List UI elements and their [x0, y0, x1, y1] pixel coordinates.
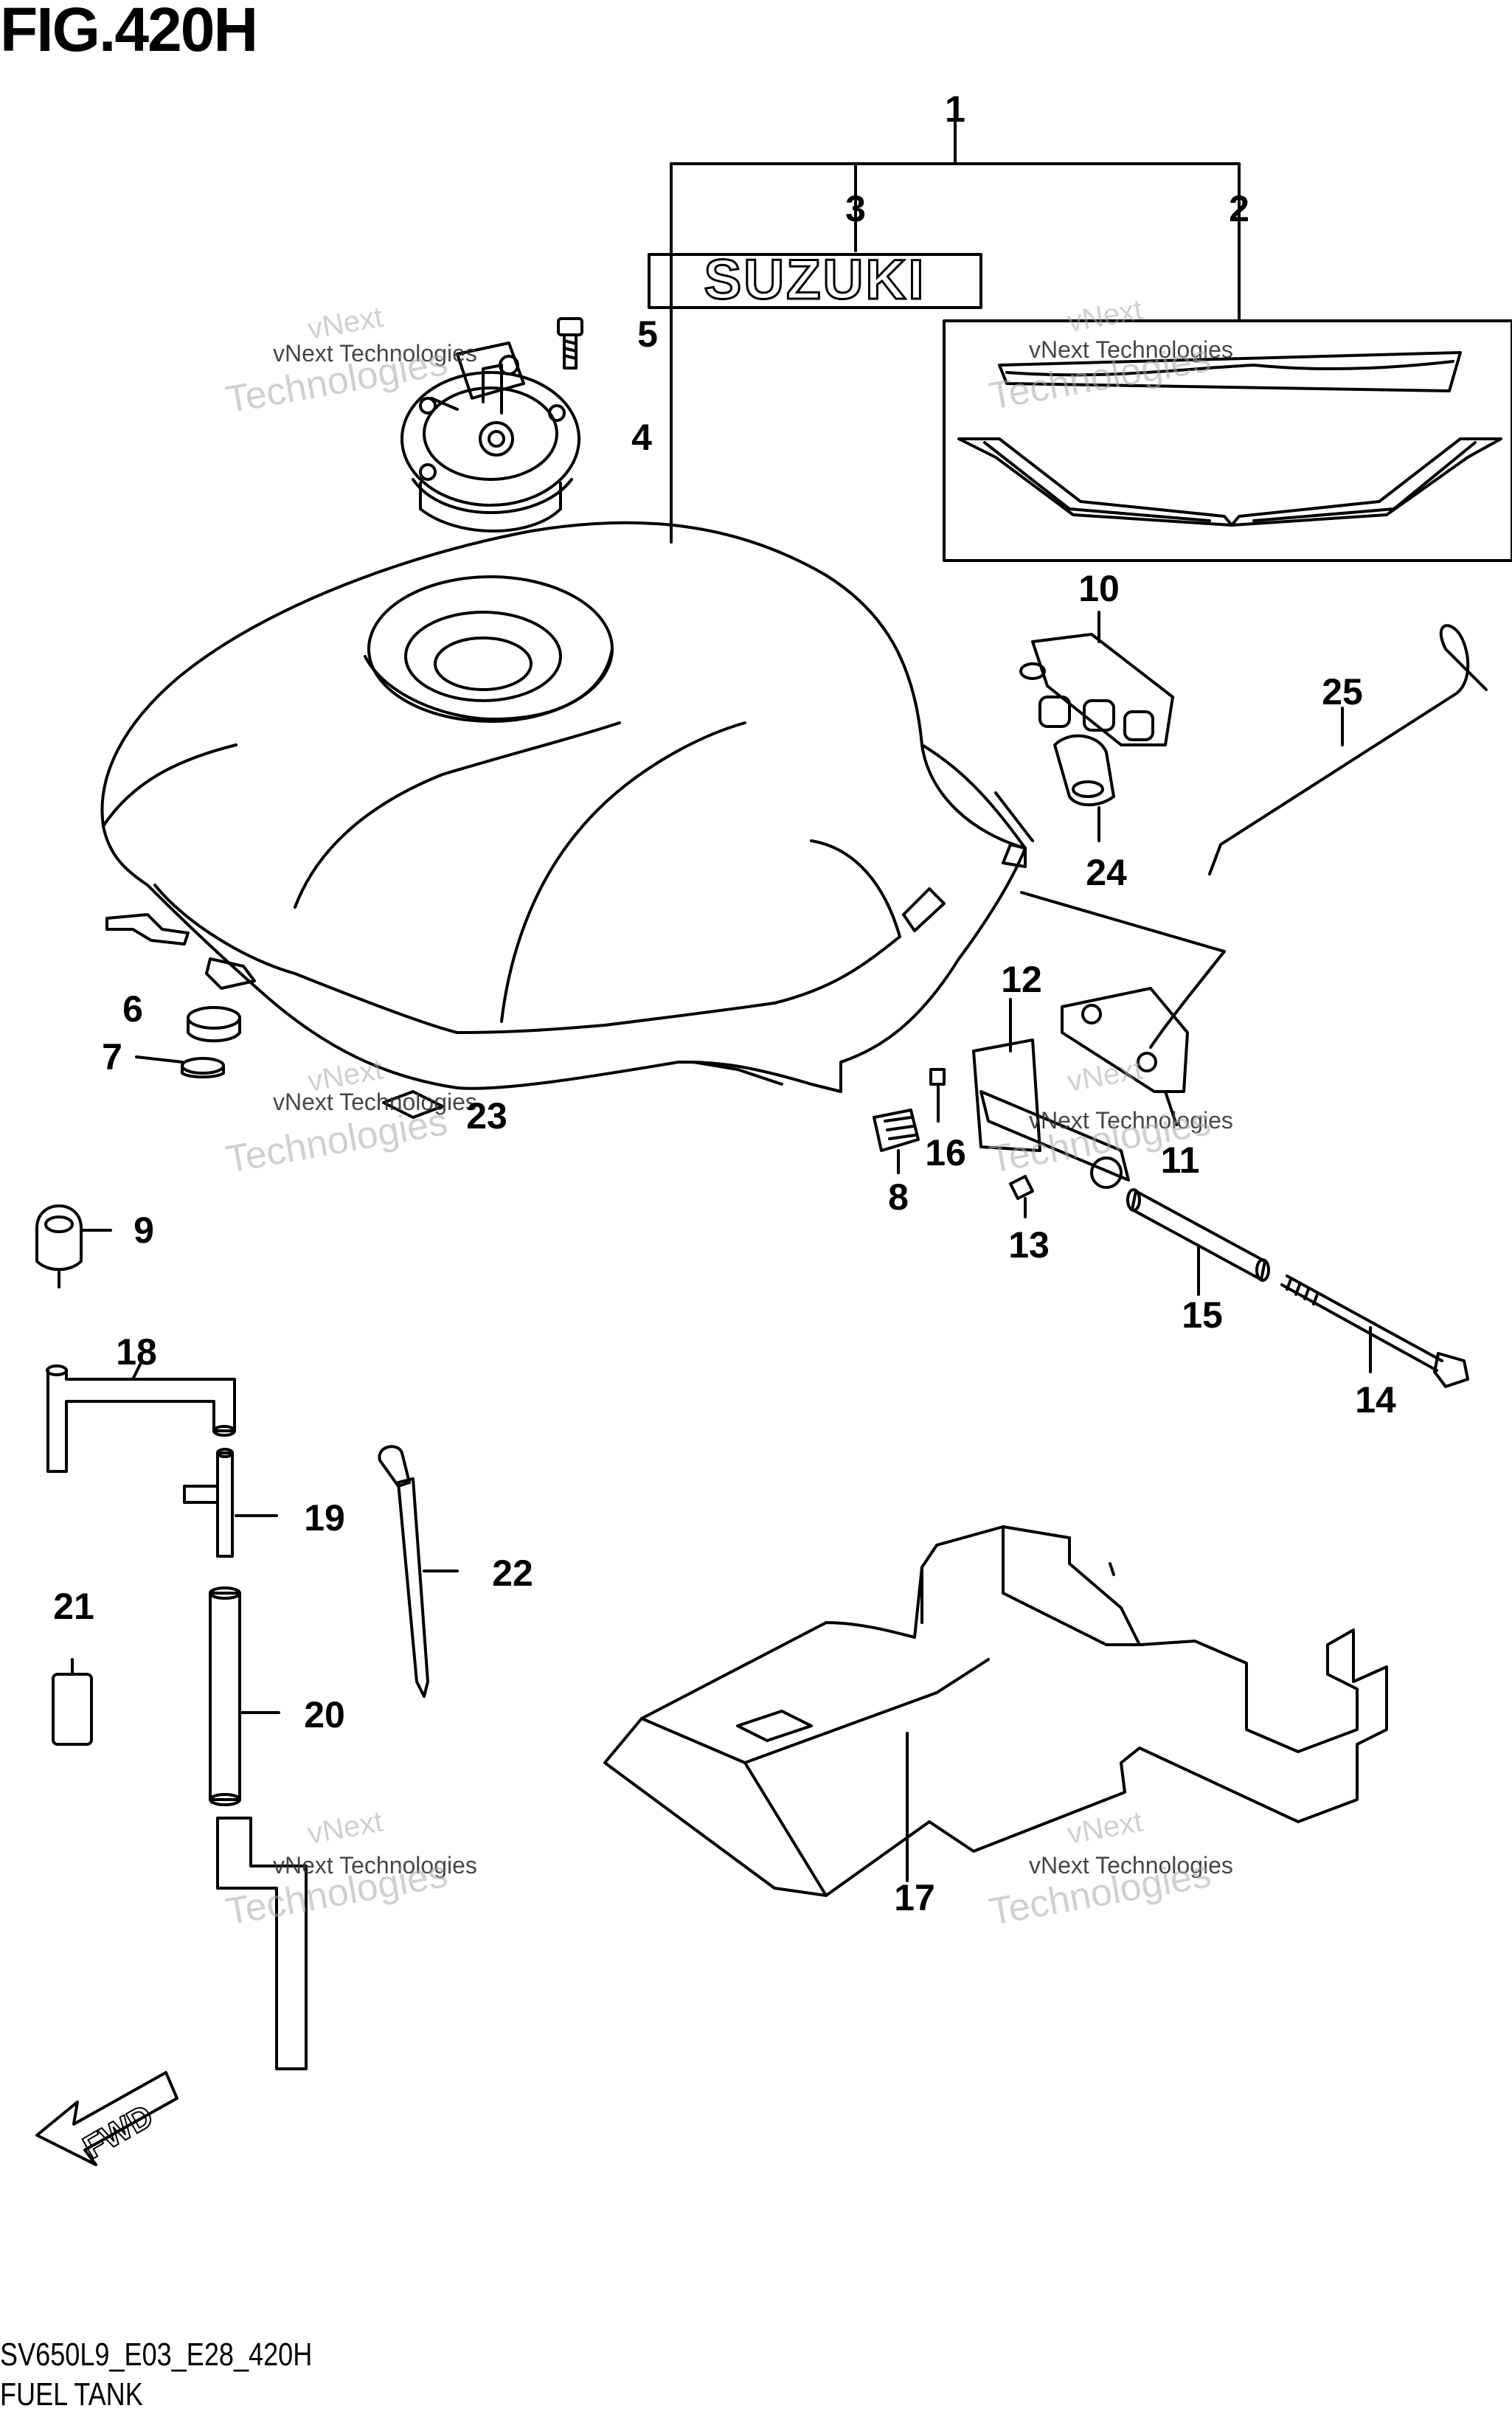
callout-22: 22: [492, 1553, 533, 1594]
callout-15: 15: [1182, 1294, 1223, 1336]
svg-text:vNext Technologies: vNext Technologies: [273, 340, 477, 367]
callout-23: 23: [466, 1095, 507, 1137]
callout-11: 11: [1161, 1140, 1200, 1181]
figure-title: FIG.420H: [0, 0, 258, 64]
suzuki-emblem-text: SUZUKI: [704, 249, 926, 311]
watermark-3: vNext vNext Technologies Technologies: [223, 1053, 477, 1182]
t-joint: [183, 1448, 278, 1558]
bolt: [1280, 1274, 1469, 1388]
callout-8: 8: [888, 1176, 909, 1218]
callout-9: 9: [133, 1210, 154, 1251]
heat-shield: [603, 1525, 1388, 1897]
callout-7: 7: [102, 1036, 122, 1078]
callout-21: 21: [53, 1586, 94, 1627]
svg-text:vNext: vNext: [305, 1806, 385, 1851]
stay-rod: [1208, 624, 1488, 875]
tank-front-bracket: [105, 913, 190, 946]
svg-text:vNext Technologies: vNext Technologies: [273, 1852, 477, 1879]
callout-25: 25: [1322, 671, 1363, 712]
callout-6: 6: [122, 988, 143, 1030]
protector-pad: [382, 1090, 444, 1119]
cushion: [187, 957, 256, 1043]
svg-text:vNext Technologies: vNext Technologies: [273, 1089, 477, 1115]
callout-1: 1: [945, 89, 965, 130]
callout-10: 10: [1078, 568, 1120, 609]
lower-hose: [216, 1817, 308, 2070]
caution-label: [52, 1658, 93, 1746]
callout-bracket-1: [670, 109, 1241, 544]
figure-name: FUEL TANK: [0, 2376, 143, 2413]
svg-text:vNext Technologies: vNext Technologies: [1029, 336, 1233, 363]
callout-18: 18: [116, 1331, 157, 1373]
svg-text:vNext: vNext: [305, 301, 385, 346]
svg-text:vNext: vNext: [1065, 1053, 1145, 1098]
rubber-cap: [35, 1204, 112, 1288]
suzuki-emblem: [648, 253, 982, 309]
watermark-6: vNext vNext Technologies Technologies: [986, 1806, 1233, 1934]
callout-4: 4: [631, 417, 652, 458]
callout-17: 17: [894, 1877, 935, 1918]
hinge-plate: [1061, 987, 1189, 1126]
fuel-cap-assembly: [400, 341, 580, 533]
figure-code: SV650L9_E03_E28_420H: [0, 2337, 313, 2373]
nut: [929, 1068, 946, 1123]
callout-24: 24: [1086, 852, 1127, 893]
cable-tie: [378, 1445, 459, 1698]
svg-text:vNext: vNext: [1065, 294, 1145, 339]
fuel-tank: [100, 521, 1226, 1093]
hinge-base: [972, 998, 1130, 1189]
forward-arrow-icon: [35, 2071, 178, 2166]
callout-16: 16: [925, 1132, 966, 1173]
svg-text:vNext Technologies: vNext Technologies: [1029, 1852, 1233, 1879]
watermark-2: vNext vNext Technologies Technologies: [986, 294, 1233, 418]
washer: [135, 1055, 225, 1079]
svg-text:vNext Technologies: vNext Technologies: [1029, 1107, 1233, 1134]
callout-14: 14: [1355, 1379, 1396, 1421]
callout-13: 13: [1008, 1224, 1050, 1266]
collar: [1126, 1188, 1270, 1296]
watermark-1: vNext vNext Technologies Technologies: [223, 301, 477, 422]
callout-12: 12: [1001, 959, 1042, 1000]
callout-20: 20: [304, 1694, 345, 1735]
callout-5: 5: [637, 313, 658, 355]
tank-decal-set: [943, 319, 1512, 562]
clip: [1009, 1175, 1034, 1218]
drain-hose: [209, 1586, 280, 1806]
bushing: [1053, 734, 1115, 842]
watermark-5: vNext vNext Technologies Technologies: [223, 1806, 477, 1934]
breather-hose: [46, 1363, 236, 1473]
fwd-text: FWD: [77, 2098, 159, 2166]
callout-19: 19: [304, 1497, 345, 1539]
callout-2: 2: [1229, 188, 1249, 229]
rubber-pad: [873, 1109, 920, 1174]
callout-3: 3: [845, 188, 866, 229]
hinge-bracket: [1019, 611, 1174, 746]
screw: [557, 317, 583, 370]
